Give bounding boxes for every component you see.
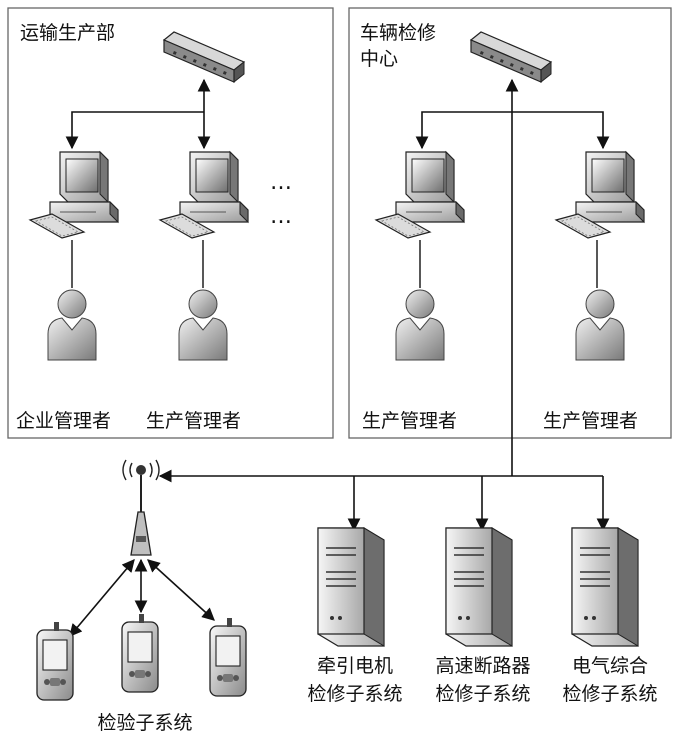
role-production-manager-2: 生产管理者 [362, 410, 458, 432]
handheld-icon-1 [36, 621, 74, 701]
server-icon-1 [317, 527, 385, 647]
computer-icon-1 [29, 151, 119, 239]
role-enterprise-manager: 企业管理者 [16, 410, 112, 432]
server-icon-2 [445, 527, 513, 647]
ellipsis-bottom: … [270, 204, 294, 229]
ellipsis-top: … [270, 170, 294, 195]
person-icon-3 [395, 289, 445, 361]
server-3-label-line2: 检修子系统 [562, 683, 658, 705]
computer-icon-2 [159, 151, 249, 239]
person-icon-1 [47, 289, 97, 361]
transport-dept-box [7, 7, 334, 439]
left-links [65, 78, 211, 150]
inspection-subsystem-label: 检验子系统 [97, 712, 193, 734]
vehicle-dept-title-line1: 车辆检修 [360, 22, 437, 44]
switch-right-icon [470, 31, 552, 83]
vehicle-dept-box [348, 7, 672, 439]
server-3-label-line1: 电气综合 [571, 655, 648, 677]
person-icon-2 [178, 289, 228, 361]
switch-left-icon [163, 31, 245, 83]
server-icon-3 [571, 527, 639, 647]
backbone-links [158, 469, 610, 532]
computer-icon-4 [555, 151, 645, 239]
transport-dept-title: 运输生产部 [20, 22, 116, 44]
role-production-manager-3: 生产管理者 [543, 410, 639, 432]
computer-icon-3 [375, 151, 465, 239]
right-links [415, 78, 610, 476]
wireless-links [69, 558, 215, 637]
server-2-label-line2: 检修子系统 [435, 683, 531, 705]
vehicle-dept-title-line2: 中心 [360, 48, 399, 70]
server-1-label-line1: 牵引电机 [316, 655, 393, 677]
server-2-label-line1: 高速断路器 [435, 655, 531, 677]
server-1-label-line2: 检修子系统 [307, 683, 403, 705]
role-production-manager-1: 生产管理者 [146, 410, 242, 432]
handheld-icon-3 [209, 617, 247, 697]
handheld-icon-2 [121, 613, 159, 693]
user-links [71, 240, 598, 288]
person-icon-4 [575, 289, 625, 361]
antenna-icon [122, 459, 160, 556]
